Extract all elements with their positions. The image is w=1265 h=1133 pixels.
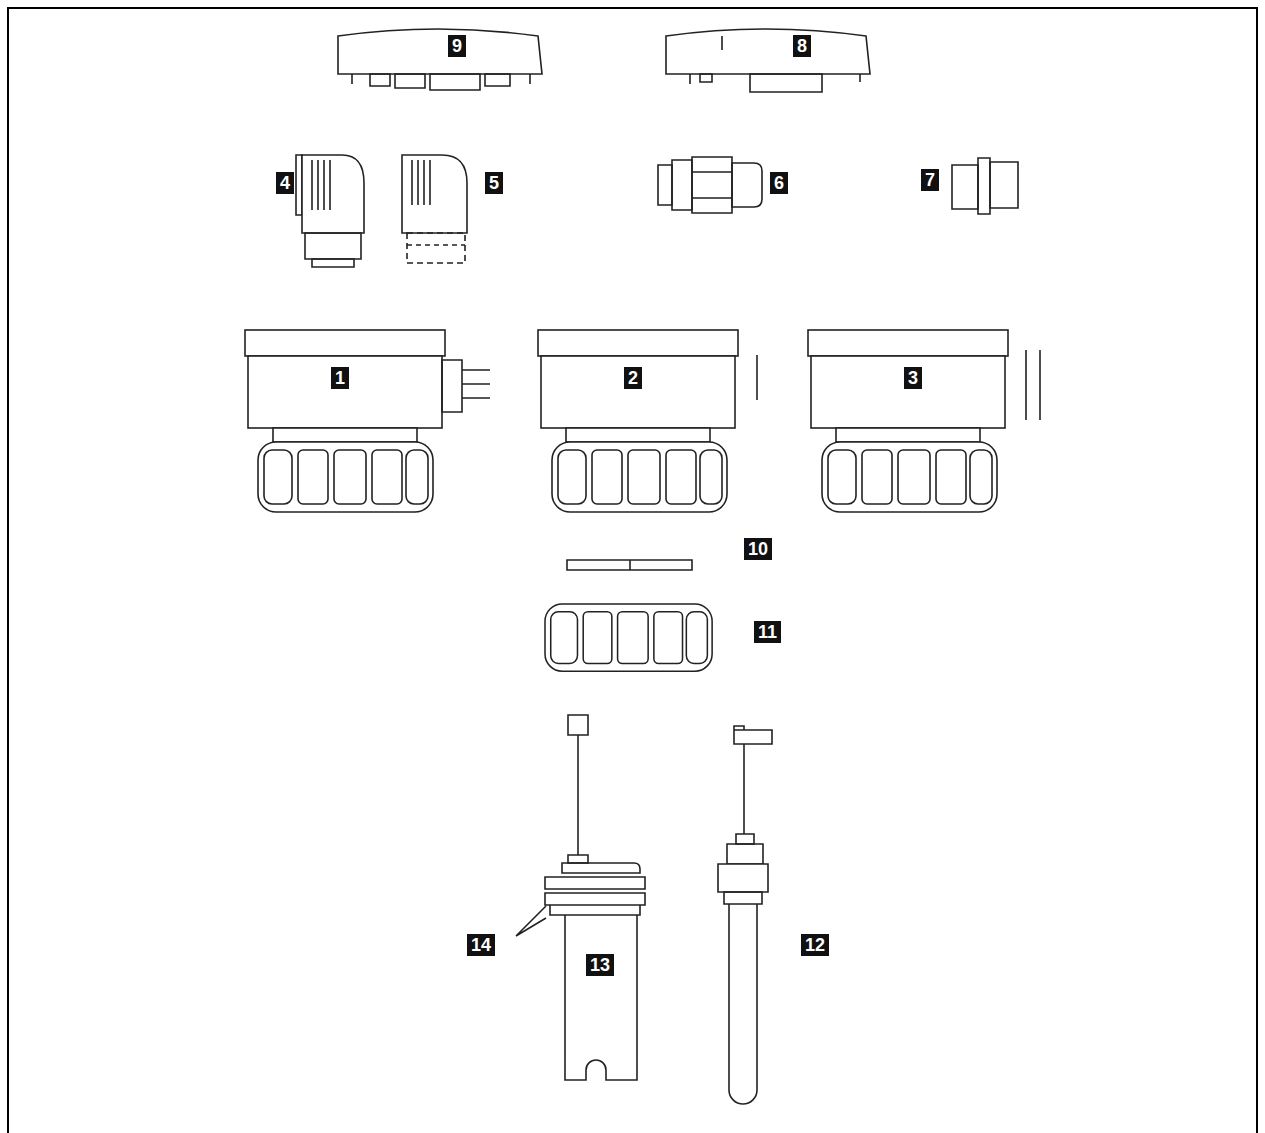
callout-number: 2 [624,367,642,389]
callout-number: 14 [467,934,495,956]
callout-number: 4 [276,172,294,194]
callout-number: 13 [586,954,614,976]
callout-number: 3 [904,367,922,389]
callout-number: 11 [754,621,781,643]
callout-number: 6 [770,172,788,194]
callout-number: 8 [793,35,811,57]
callout-number: 10 [744,538,772,560]
callout-number: 1 [331,367,349,389]
callout-number: 9 [448,35,466,57]
callout-number: 7 [921,169,939,191]
callout-number: 12 [801,934,829,956]
callout-number: 5 [485,172,503,194]
